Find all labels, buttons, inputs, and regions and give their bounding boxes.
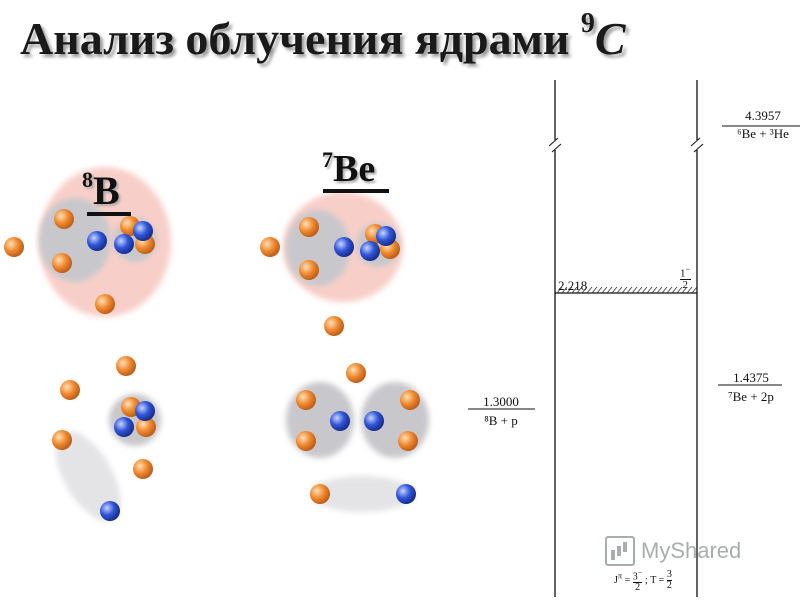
level-be7-2p-channel: ⁷Be + 2p [728, 389, 774, 404]
hatch-stroke [586, 286, 593, 294]
watermark: MyShared [605, 536, 741, 566]
page-title: Анализ облучения ядрами 9C [20, 8, 626, 65]
proton [133, 459, 153, 479]
label-7be-mass: 7 [322, 147, 333, 172]
hatch-stroke [616, 286, 623, 294]
hatch-stroke [636, 286, 643, 294]
level-he3-channel: ⁶Be + ³He [737, 126, 789, 141]
hatch-stroke [576, 286, 583, 294]
hatch-stroke [686, 286, 693, 294]
threshold-hatch [556, 286, 698, 294]
proton [296, 390, 316, 410]
hatch-stroke [556, 286, 563, 294]
proton [398, 431, 418, 451]
proton [324, 316, 344, 336]
neutron [135, 401, 155, 421]
proton [136, 417, 156, 437]
spin-num: 1 [680, 267, 686, 280]
spin-den: 2 [682, 278, 689, 291]
proton [260, 237, 280, 257]
level-be7-2p-energy: 1.4375 [733, 370, 769, 385]
hatch-stroke [561, 286, 568, 294]
hatch-stroke [611, 286, 618, 294]
hatch-stroke [641, 286, 648, 294]
title-text: Анализ облучения ядрами [20, 13, 570, 64]
neutron [330, 411, 350, 431]
proton [60, 380, 80, 400]
level-threshold-energy: 2.218 [558, 278, 588, 293]
axis-break-right [692, 140, 702, 150]
axis-break-mark [548, 137, 559, 147]
hatch-stroke [596, 286, 603, 294]
level-b8-p-energy: 1.3000 [483, 394, 519, 409]
neutron [114, 417, 134, 437]
level-be7-2p: 1.4375 ⁷Be + 2p [718, 370, 784, 405]
hatch-stroke [581, 286, 588, 294]
axis-break-mark [551, 143, 562, 153]
proton [52, 430, 72, 450]
level-b8-p-channel: ⁸B + p [484, 413, 518, 428]
level-threshold-spin: 1− 2 [680, 264, 691, 290]
level-b8-p: 1.3000 ⁸B + p [468, 394, 534, 429]
title-mass: 9 [580, 8, 595, 39]
hatch-stroke [571, 286, 578, 294]
proton [400, 390, 420, 410]
axis-break-left [550, 140, 560, 150]
hatch-stroke [621, 286, 628, 294]
hatch-stroke [606, 286, 613, 294]
label-8b-mass: 8 [82, 167, 93, 192]
proton [299, 217, 319, 237]
level-he3: 4.3957 ⁶Be + ³He [726, 108, 800, 142]
proton [4, 237, 24, 257]
neutron [360, 241, 380, 261]
hatch-stroke [626, 286, 633, 294]
hatch-stroke [671, 286, 678, 294]
cluster-right-pair [310, 476, 414, 512]
proton [52, 253, 72, 273]
spin-sup: − [685, 264, 691, 274]
hatch-stroke [631, 286, 638, 294]
hatch-stroke [691, 286, 698, 294]
be7-label-underline [323, 189, 389, 193]
cluster-left-diagonal [55, 431, 121, 521]
hatch-stroke [681, 286, 688, 294]
neutron [133, 221, 153, 241]
neutron [396, 484, 416, 504]
proton [346, 363, 366, 383]
title-element: C [594, 13, 626, 64]
b8-label-underline [87, 212, 131, 216]
label-8b: 8B [82, 167, 120, 214]
level-he3-energy: 4.3957 [745, 108, 781, 123]
hatch-stroke [656, 286, 663, 294]
neutron [114, 234, 134, 254]
hatch-stroke [591, 286, 598, 294]
proton [299, 260, 319, 280]
axis-break-mark [693, 143, 704, 153]
hatch-stroke [666, 286, 673, 294]
neutron [334, 237, 354, 257]
watermark-text: MyShared [641, 538, 742, 563]
axis-break-mark [690, 137, 701, 147]
label-7be: 7Be [322, 147, 375, 191]
hatch-stroke [646, 286, 653, 294]
proton [310, 484, 330, 504]
proton [116, 356, 136, 376]
neutron [364, 411, 384, 431]
hatch-stroke [676, 286, 683, 294]
neutron [376, 226, 396, 246]
proton [95, 294, 115, 314]
hatch-stroke [651, 286, 658, 294]
neutron [100, 501, 120, 521]
hatch-stroke [661, 286, 668, 294]
label-8b-element: B [93, 168, 120, 213]
hatch-stroke [566, 286, 573, 294]
label-7be-element: Be [333, 148, 376, 190]
hatch-stroke [601, 286, 608, 294]
proton [54, 209, 74, 229]
neutron [87, 231, 107, 251]
presentation-icon [605, 536, 635, 566]
proton [296, 431, 316, 451]
